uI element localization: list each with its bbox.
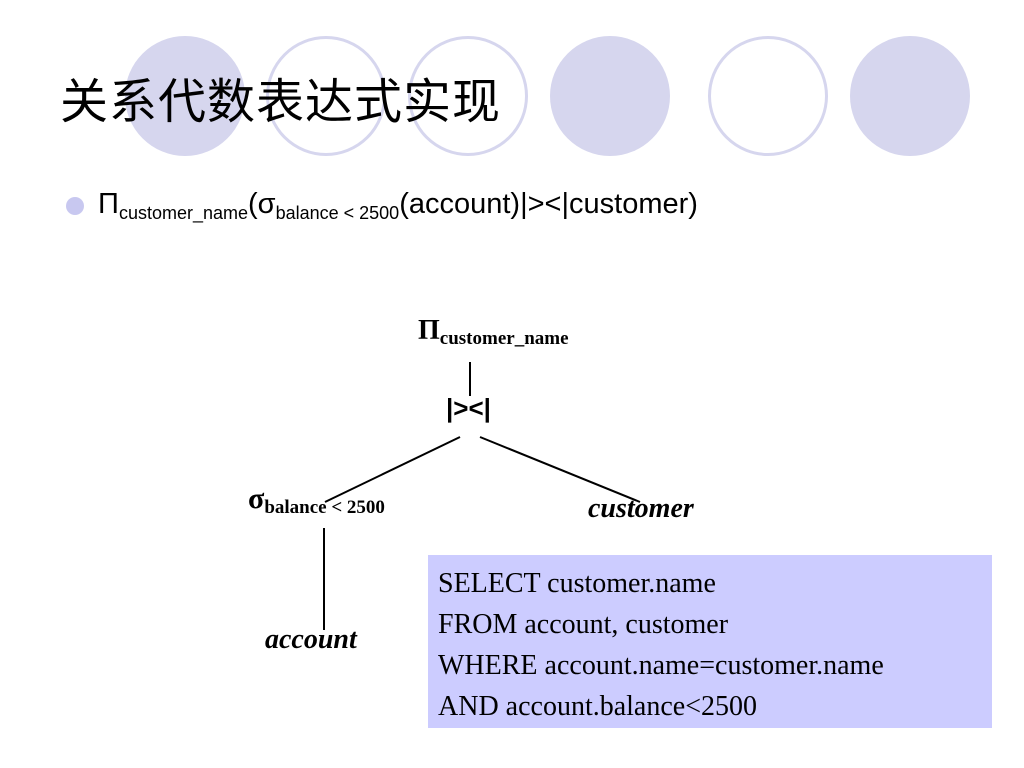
- sql-box: SELECT customer.name FROM account, custo…: [428, 555, 992, 728]
- sql-line: SELECT customer.name: [438, 568, 716, 599]
- selection-node: σbalance < 2500: [248, 482, 385, 519]
- bullet-icon: [66, 197, 84, 215]
- selection-symbol: σ: [248, 482, 265, 515]
- pi-subscript: customer_name: [118, 203, 249, 223]
- slide-title: 关系代数表达式实现: [60, 74, 502, 130]
- sigma-subscript: balance < 2500: [275, 203, 400, 223]
- projection-subscript: customer_name: [439, 328, 569, 349]
- decor-circle-5: [708, 36, 828, 156]
- edge-join-select: [324, 436, 461, 503]
- pi-symbol: Π: [98, 188, 119, 220]
- sql-line: AND account.balance<2500: [438, 691, 758, 722]
- decor-circle-1: [125, 36, 245, 156]
- customer-leaf: customer: [588, 493, 694, 524]
- edge-join-customer: [479, 436, 641, 503]
- join-node: |><|: [446, 393, 491, 423]
- sigma-symbol: (σ: [248, 188, 276, 220]
- decor-circle-3: [408, 36, 528, 156]
- decor-circle-4: [550, 36, 670, 156]
- expression-rest: (account)|><|customer): [399, 188, 698, 220]
- relational-expression: Πcustomer_name(σbalance < 2500(account)|…: [98, 188, 698, 224]
- account-leaf: account: [265, 624, 357, 655]
- sql-line: WHERE account.name=customer.name: [438, 650, 884, 681]
- selection-subscript: balance < 2500: [264, 497, 385, 518]
- projection-symbol: Π: [418, 315, 440, 346]
- projection-node: Πcustomer_name: [418, 315, 569, 350]
- decor-circle-6: [850, 36, 970, 156]
- sql-line: FROM account, customer: [438, 609, 729, 640]
- decor-circle-2: [266, 36, 386, 156]
